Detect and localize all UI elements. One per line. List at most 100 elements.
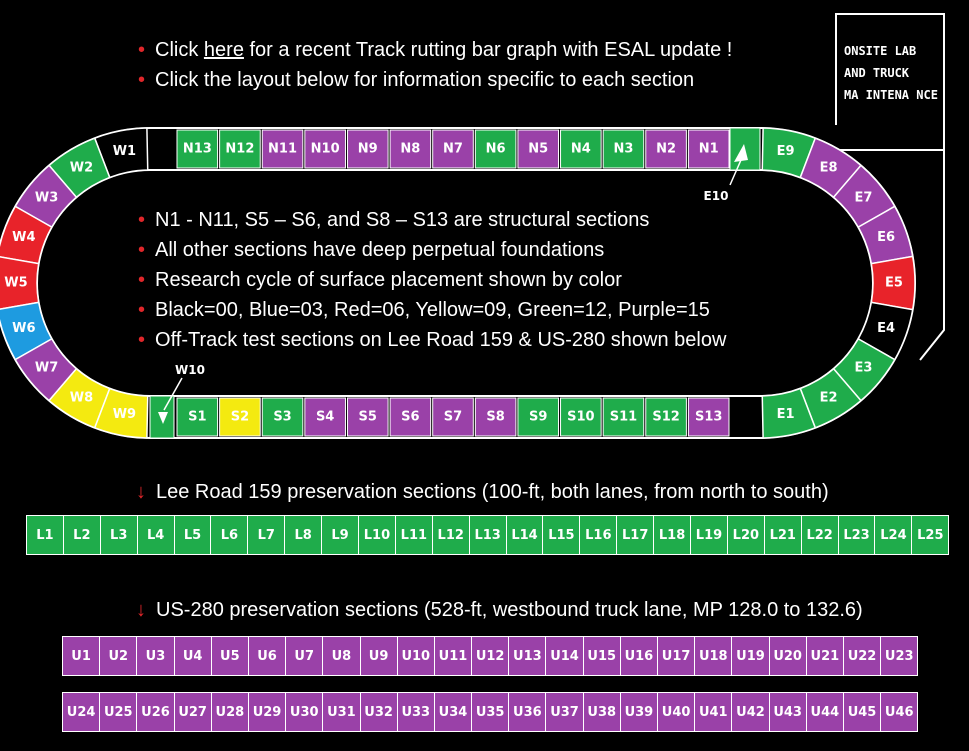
section-u24[interactable]: U24 — [63, 693, 100, 731]
track-section-e9[interactable]: E9 — [761, 127, 817, 179]
track-section-w9[interactable]: W9 — [93, 387, 149, 439]
track-section-s1[interactable]: S1 — [176, 397, 219, 437]
section-u8[interactable]: U8 — [323, 637, 360, 675]
track-section-w6[interactable]: W6 — [0, 301, 53, 361]
section-u10[interactable]: U10 — [397, 637, 434, 675]
section-l25[interactable]: L25 — [912, 516, 949, 554]
section-u6[interactable]: U6 — [248, 637, 286, 675]
track-section-s11[interactable]: S11 — [602, 397, 645, 437]
section-u14[interactable]: U14 — [546, 637, 583, 675]
here-link[interactable]: here — [203, 39, 244, 61]
section-u4[interactable]: U4 — [174, 637, 211, 675]
section-u29[interactable]: U29 — [248, 693, 286, 731]
track-section-s10[interactable]: S10 — [560, 397, 602, 437]
section-l2[interactable]: L2 — [63, 516, 100, 554]
section-u18[interactable]: U18 — [695, 637, 732, 675]
track-section-s2[interactable]: S2 — [219, 397, 261, 437]
section-u36[interactable]: U36 — [509, 693, 546, 731]
section-u12[interactable]: U12 — [472, 637, 509, 675]
section-u25[interactable]: U25 — [100, 693, 137, 731]
track-section-s8[interactable]: S8 — [474, 397, 517, 437]
track-section-s6[interactable]: S6 — [389, 397, 432, 437]
section-l5[interactable]: L5 — [174, 516, 211, 554]
section-l10[interactable]: L10 — [359, 516, 395, 554]
track-section-n13[interactable]: N13 — [176, 129, 219, 169]
section-u37[interactable]: U37 — [546, 693, 583, 731]
track-section-w5[interactable]: W5 — [0, 256, 40, 310]
section-u1[interactable]: U1 — [63, 637, 100, 675]
track-section-n2[interactable]: N2 — [645, 129, 687, 169]
section-u5[interactable]: U5 — [211, 637, 248, 675]
section-u45[interactable]: U45 — [843, 693, 881, 731]
section-l17[interactable]: L17 — [617, 516, 654, 554]
track-section-s13[interactable]: S13 — [687, 397, 730, 437]
section-l8[interactable]: L8 — [285, 516, 322, 554]
track-section-n8[interactable]: N8 — [389, 129, 432, 169]
section-u9[interactable]: U9 — [360, 637, 397, 675]
track-section-s7[interactable]: S7 — [432, 397, 474, 437]
section-u33[interactable]: U33 — [397, 693, 434, 731]
section-u40[interactable]: U40 — [658, 693, 695, 731]
track-section-n7[interactable]: N7 — [432, 129, 474, 169]
section-l20[interactable]: L20 — [727, 516, 764, 554]
section-l9[interactable]: L9 — [322, 516, 359, 554]
section-l22[interactable]: L22 — [801, 516, 838, 554]
section-u7[interactable]: U7 — [286, 637, 323, 675]
section-u20[interactable]: U20 — [769, 637, 806, 675]
section-u43[interactable]: U43 — [769, 693, 806, 731]
section-l7[interactable]: L7 — [248, 516, 285, 554]
section-u32[interactable]: U32 — [360, 693, 397, 731]
track-section-e1[interactable]: E1 — [761, 387, 817, 439]
track-section-s9[interactable]: S9 — [517, 397, 560, 437]
track-section-w4[interactable]: W4 — [0, 205, 53, 265]
section-l1[interactable]: L1 — [27, 516, 63, 554]
section-l12[interactable]: L12 — [432, 516, 469, 554]
section-l3[interactable]: L3 — [100, 516, 137, 554]
track-section-n5[interactable]: N5 — [517, 129, 560, 169]
section-u26[interactable]: U26 — [137, 693, 174, 731]
track-section-s4[interactable]: S4 — [304, 397, 346, 437]
section-u16[interactable]: U16 — [620, 637, 657, 675]
section-l11[interactable]: L11 — [395, 516, 432, 554]
section-u27[interactable]: U27 — [174, 693, 211, 731]
section-u38[interactable]: U38 — [583, 693, 620, 731]
track-section-n4[interactable]: N4 — [560, 129, 602, 169]
section-l6[interactable]: L6 — [211, 516, 248, 554]
section-l4[interactable]: L4 — [137, 516, 174, 554]
section-l14[interactable]: L14 — [506, 516, 543, 554]
section-u42[interactable]: U42 — [732, 693, 769, 731]
section-l18[interactable]: L18 — [654, 516, 691, 554]
section-u31[interactable]: U31 — [323, 693, 360, 731]
track-section-e5[interactable]: E5 — [870, 255, 916, 311]
section-u34[interactable]: U34 — [434, 693, 472, 731]
section-u22[interactable]: U22 — [843, 637, 881, 675]
section-u15[interactable]: U15 — [583, 637, 620, 675]
section-u11[interactable]: U11 — [434, 637, 472, 675]
section-l19[interactable]: L19 — [691, 516, 727, 554]
section-u3[interactable]: U3 — [137, 637, 174, 675]
section-u44[interactable]: U44 — [806, 693, 843, 731]
section-l24[interactable]: L24 — [875, 516, 912, 554]
track-section-n9[interactable]: N9 — [346, 129, 389, 169]
section-u35[interactable]: U35 — [472, 693, 509, 731]
track-section-n10[interactable]: N10 — [304, 129, 346, 169]
section-l13[interactable]: L13 — [469, 516, 506, 554]
section-l23[interactable]: L23 — [838, 516, 875, 554]
section-l16[interactable]: L16 — [580, 516, 617, 554]
section-u28[interactable]: U28 — [211, 693, 248, 731]
track-section-s5[interactable]: S5 — [346, 397, 389, 437]
track-section-n3[interactable]: N3 — [602, 129, 645, 169]
section-u46[interactable]: U46 — [881, 693, 918, 731]
section-l21[interactable]: L21 — [764, 516, 801, 554]
section-u21[interactable]: U21 — [806, 637, 843, 675]
track-section-n11[interactable]: N11 — [261, 129, 304, 169]
section-u17[interactable]: U17 — [658, 637, 695, 675]
section-u2[interactable]: U2 — [100, 637, 137, 675]
track-section-n6[interactable]: N6 — [474, 129, 517, 169]
section-u23[interactable]: U23 — [881, 637, 918, 675]
track-section-n12[interactable]: N12 — [219, 129, 261, 169]
section-u13[interactable]: U13 — [509, 637, 546, 675]
section-u19[interactable]: U19 — [732, 637, 769, 675]
section-u39[interactable]: U39 — [620, 693, 657, 731]
